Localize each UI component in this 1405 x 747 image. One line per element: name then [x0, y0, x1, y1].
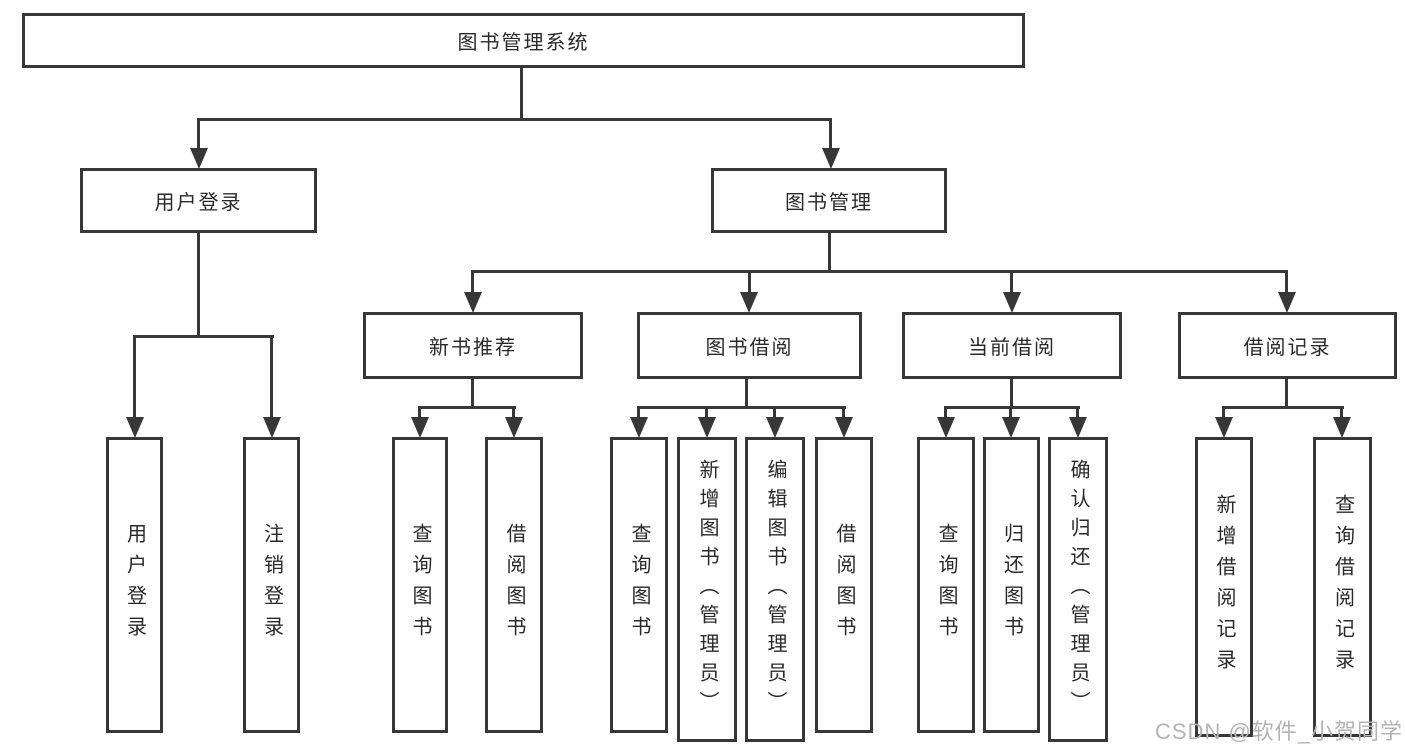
arrow-head — [263, 417, 281, 438]
node-user-login: 用户登录 — [80, 168, 317, 233]
leaf-borrow-books: 借阅图书 — [815, 437, 873, 733]
connector-line — [705, 406, 708, 419]
leaf-return-book: 归还图书 — [983, 437, 1040, 733]
leaf-query-borrow-record: 查询借阅记录 — [1313, 437, 1372, 737]
arrow-head — [1278, 292, 1296, 313]
connector-line — [1010, 379, 1013, 408]
leaf-logout: 注销登录 — [243, 437, 300, 733]
node-library-management-system: 图书管理系统 — [22, 13, 1025, 68]
connector-line — [773, 406, 776, 419]
node-borrow-records: 借阅记录 — [1178, 312, 1397, 379]
leaf-borrow-books-recommend: 借阅图书 — [485, 437, 543, 733]
arrow-head — [766, 417, 784, 438]
arrow-head — [411, 417, 429, 438]
arrow-head — [126, 417, 144, 438]
connector-line — [197, 233, 200, 338]
connector-line — [1222, 406, 1344, 409]
leaf-query-books-recommend: 查询图书 — [392, 437, 448, 733]
arrow-head — [464, 292, 482, 313]
connector-line — [1285, 270, 1288, 294]
connector-line — [637, 406, 640, 419]
arrow-head — [698, 417, 716, 438]
connector-line — [1076, 406, 1079, 419]
arrow-head — [1069, 417, 1087, 438]
connector-line — [829, 118, 832, 150]
connector-line — [1009, 406, 1012, 419]
connector-line — [512, 406, 515, 419]
leaf-query-books-borrow: 查询图书 — [610, 437, 668, 733]
connector-line — [133, 335, 136, 419]
arrow-head — [937, 417, 955, 438]
connector-line — [748, 270, 751, 294]
connector-line — [745, 379, 748, 408]
connector-line — [520, 68, 523, 120]
arrow-head — [740, 292, 758, 313]
connector-line — [1222, 406, 1225, 419]
connector-line — [270, 335, 273, 419]
node-book-borrow: 图书借阅 — [637, 312, 862, 379]
csdn-watermark: CSDN @软件_小贺同学 — [1155, 719, 1404, 744]
leaf-query-books-current: 查询图书 — [917, 437, 975, 733]
arrow-head — [1003, 292, 1021, 313]
connector-line — [828, 233, 831, 273]
connector-line — [1285, 379, 1288, 408]
connector-line — [419, 406, 516, 409]
connector-line — [471, 270, 474, 294]
connector-line — [471, 270, 1288, 273]
arrow-head — [190, 148, 208, 169]
connector-line — [637, 406, 846, 409]
node-book-management: 图书管理 — [711, 168, 947, 233]
leaf-user-login: 用户登录 — [106, 437, 163, 733]
connector-line — [197, 118, 200, 150]
connector-line — [418, 406, 421, 419]
connector-line — [197, 118, 832, 121]
connector-line — [1340, 406, 1343, 419]
arrow-head — [630, 417, 648, 438]
arrow-head — [822, 148, 840, 169]
arrow-head — [1215, 417, 1233, 438]
connector-line — [133, 335, 274, 338]
arrow-head — [1333, 417, 1351, 438]
leaf-add-book-admin: 新增图书（管理员） — [677, 437, 737, 742]
connector-line — [1010, 270, 1013, 294]
leaf-confirm-return-admin: 确认归还（管理员） — [1048, 437, 1108, 742]
node-current-borrow: 当前借阅 — [902, 312, 1122, 379]
connector-line — [471, 379, 474, 408]
connector-line — [842, 406, 845, 419]
leaf-add-borrow-record: 新增借阅记录 — [1195, 437, 1253, 737]
connector-line — [944, 406, 947, 419]
arrow-head — [1002, 417, 1020, 438]
connector-line — [944, 406, 1080, 409]
node-new-book-recommend: 新书推荐 — [363, 312, 583, 379]
leaf-edit-book-admin: 编辑图书（管理员） — [745, 437, 805, 742]
arrow-head — [835, 417, 853, 438]
arrow-head — [505, 417, 523, 438]
